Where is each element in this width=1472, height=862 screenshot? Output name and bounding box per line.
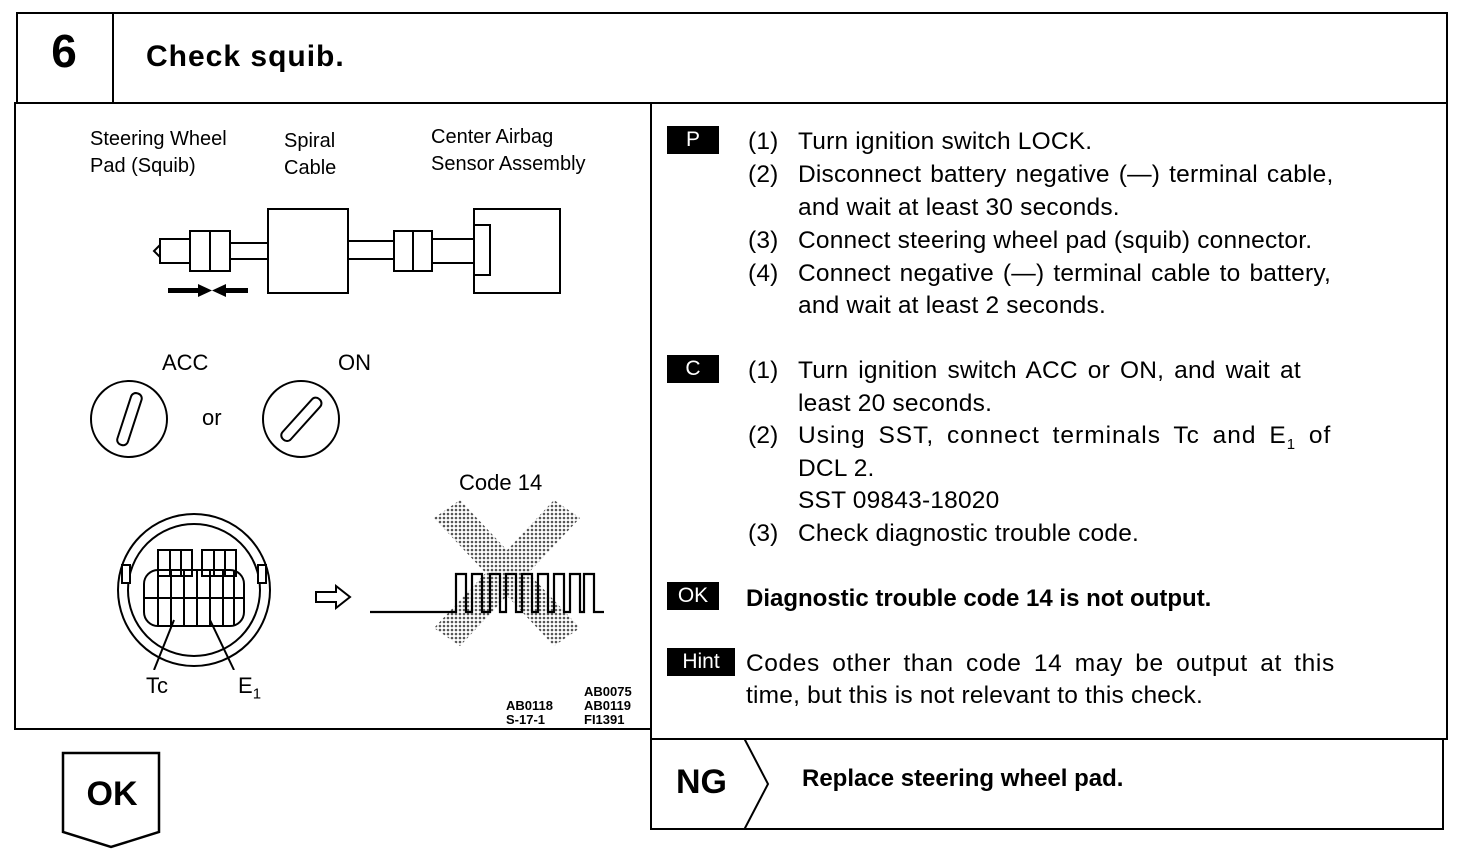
c-step-1-line-1: Turn ignition switch ACC or ON, and wait…: [798, 357, 1301, 384]
ok-result-text: Diagnostic trouble code 14 is not output…: [746, 585, 1212, 612]
hint-line-2: time, but this is not relevant to this c…: [746, 682, 1204, 709]
code-14-waveform: [370, 500, 604, 646]
label-center-airbag-sensor: Center Airbag Sensor Assembly: [431, 124, 586, 178]
c-step-2-line-1: Using SST, connect terminals Tc and E1 o…: [798, 422, 1331, 453]
c-step-2-line-2: DCL 2.: [798, 455, 875, 482]
step-number: 6: [51, 25, 77, 77]
tag-ok: OK: [667, 582, 719, 610]
c-step-2-tail: of: [1296, 422, 1332, 449]
label-e1-text: E: [238, 673, 253, 698]
ref-code-right-text: AB0075 AB0119 FI1391: [584, 684, 632, 727]
ignition-acc-icon: [90, 380, 168, 458]
ignition-on-icon: [262, 380, 340, 458]
arrow-right-icon: [315, 584, 352, 610]
label-code-14: Code 14: [459, 470, 543, 495]
ref-code-right: AB0075 AB0119 FI1391: [584, 685, 632, 727]
p-step-3-num: (3): [748, 227, 779, 254]
tag-hint: Hint: [667, 648, 735, 676]
c-step-2-num: (2): [748, 422, 779, 449]
c-step-2-sub: 1: [1286, 435, 1297, 453]
dcl-connector-icon: [117, 513, 271, 670]
c-step-2-line-3: SST 09843-18020: [798, 487, 1000, 514]
c-step-1-line-2: least 20 seconds.: [798, 390, 993, 417]
hint-line-1: Codes other than code 14 may be output a…: [746, 650, 1335, 677]
tag-c: C: [667, 355, 719, 383]
label-acc: ACC: [162, 350, 209, 375]
p-step-4-line-2: and wait at least 2 seconds.: [798, 292, 1106, 319]
ng-result-box: [650, 738, 1444, 830]
p-step-4-num: (4): [748, 260, 779, 287]
ng-label: NG: [676, 763, 727, 801]
label-steering-wheel-pad-text: Steering Wheel Pad (Squib): [90, 128, 227, 177]
ref-code-left-text: AB0118 S-17-1: [506, 698, 553, 727]
p-step-2-line-1: Disconnect battery negative (—) terminal…: [798, 161, 1334, 188]
ng-action-text: Replace steering wheel pad.: [802, 765, 1124, 792]
label-center-airbag-sensor-text: Center Airbag Sensor Assembly: [431, 126, 586, 175]
label-steering-wheel-pad: Steering Wheel Pad (Squib): [90, 126, 227, 180]
label-on: ON: [338, 350, 371, 375]
p-step-3-text: Connect steering wheel pad (squib) conne…: [798, 227, 1313, 254]
c-step-2-line-1-text: Using SST, connect terminals Tc and E: [798, 422, 1287, 449]
label-spiral-cable: Spiral Cable: [284, 128, 336, 182]
connector-diagram: [152, 208, 561, 297]
c-step-3-num: (3): [748, 520, 779, 547]
p-step-1-text: Turn ignition switch LOCK.: [798, 128, 1093, 155]
step-number-cell: [16, 12, 114, 104]
label-spiral-cable-text: Spiral Cable: [284, 130, 337, 179]
ok-result-shape: [61, 751, 161, 849]
page-title: Check squib.: [146, 40, 345, 73]
c-step-1-num: (1): [748, 357, 779, 384]
ng-chevron: [743, 738, 770, 830]
ref-code-left: AB0118 S-17-1: [506, 699, 553, 727]
label-e1: E1: [238, 673, 261, 702]
p-step-2-line-2: and wait at least 30 seconds.: [798, 194, 1120, 221]
label-or: or: [202, 405, 222, 430]
c-step-3-text: Check diagnostic trouble code.: [798, 520, 1140, 547]
p-step-4-line-1: Connect negative (—) terminal cable to b…: [798, 260, 1331, 287]
ok-label: OK: [86, 775, 138, 813]
label-tc: Tc: [146, 673, 168, 698]
tag-p: P: [667, 126, 719, 154]
p-step-2-num: (2): [748, 161, 779, 188]
label-e1-sub: 1: [252, 685, 262, 703]
p-step-1-num: (1): [748, 128, 779, 155]
